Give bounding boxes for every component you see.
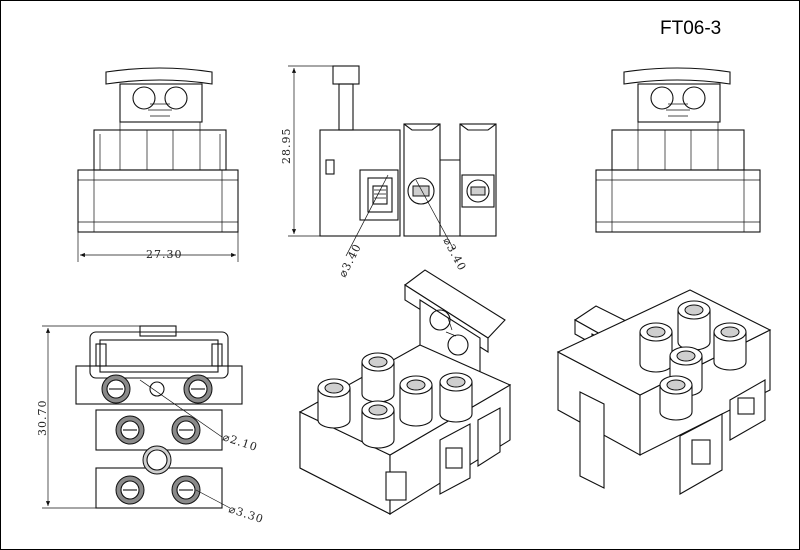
side-view: 28.95 ⌀3.40 ⌀3.40 [280, 65, 497, 279]
left-hole-diameter-label: ⌀3.40 [336, 241, 364, 279]
front-view: 27.30 [77, 67, 239, 262]
width-dimension-label: 27.30 [146, 248, 183, 261]
small-screw-diameter-label: ⌀2.10 [221, 430, 259, 454]
part-number-title: FT06-3 [660, 18, 722, 39]
screw-heads [101, 374, 213, 505]
large-screw-diameter-label: ⌀3.30 [227, 502, 265, 526]
right-hole-diameter-label: ⌀3.40 [440, 235, 468, 273]
isometric-view-rear [556, 289, 772, 495]
top-view: 30.70 ⌀2.10 ⌀3.30 [36, 325, 265, 526]
top-height-dimension-label: 30.70 [36, 400, 49, 437]
isometric-view-front [298, 269, 512, 515]
height-dimension-label: 28.95 [280, 128, 293, 165]
rear-view [595, 67, 761, 233]
terminal-cylinders-rear [639, 300, 747, 421]
terminal-cylinders [317, 352, 473, 449]
